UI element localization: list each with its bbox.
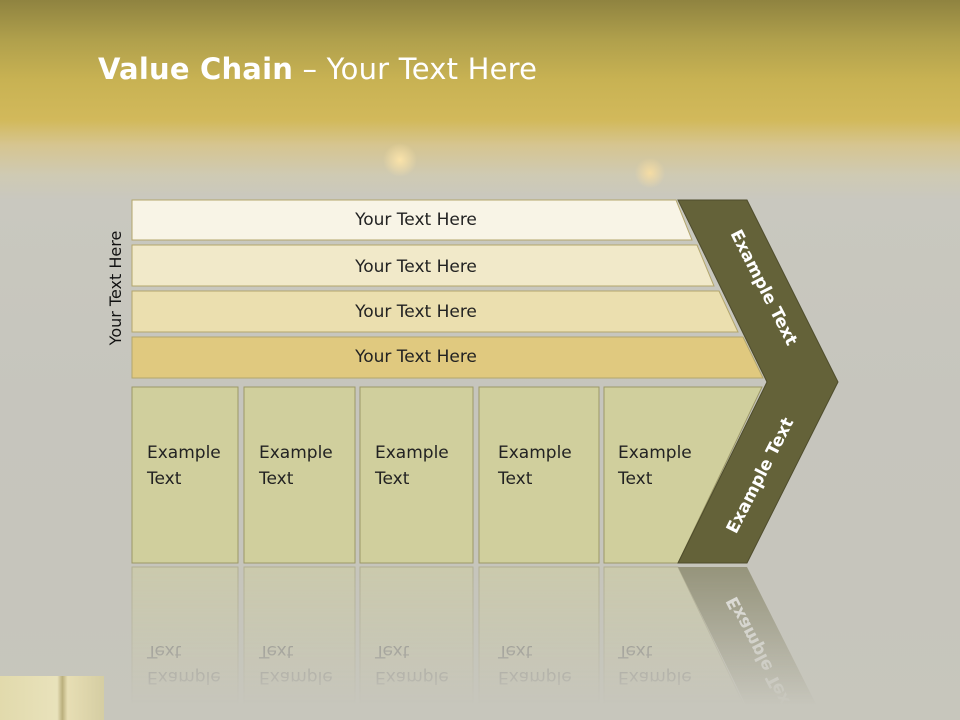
primary-cell-line1: Example	[618, 443, 692, 463]
primary-cell: Example Text	[603, 386, 763, 564]
diagram-reflection: Example Text Example Text Example Text E…	[131, 566, 824, 720]
primary-cell: Example Text	[131, 386, 239, 564]
support-row-shape	[131, 290, 739, 333]
support-row: Your Text Here	[131, 199, 693, 241]
primary-cell-line1: Example	[498, 443, 572, 463]
reflection-arrow	[678, 567, 824, 720]
reflection-line2: Text	[497, 641, 533, 661]
primary-cell-line1: Example	[375, 443, 449, 463]
background-light-glow	[380, 140, 420, 180]
primary-cell-box	[131, 386, 239, 564]
reflection-cell	[359, 566, 474, 720]
support-row-label: Your Text Here	[354, 302, 477, 322]
primary-cell-text: Example	[498, 443, 572, 463]
primary-cell-line1: Example	[147, 443, 221, 463]
background-light-glow	[632, 155, 668, 191]
reflection-cell-text: Text	[374, 641, 410, 661]
primary-cell-line2: Text	[258, 469, 294, 489]
reflection-cell	[243, 566, 356, 720]
primary-cell-line2: Text	[146, 469, 182, 489]
reflection-line1: Example	[259, 667, 333, 687]
reflection-line2: Text	[617, 641, 653, 661]
reflection-cell-text: Example	[375, 667, 449, 687]
primary-cell-text: Example	[259, 443, 333, 463]
primary-cell-line1: Example	[259, 443, 333, 463]
primary-cell-line2: Text	[497, 469, 533, 489]
primary-cell-line2: Text	[617, 469, 653, 489]
reflection-cell-text: Example	[498, 667, 572, 687]
side-label: Your Text Here	[106, 231, 125, 347]
slide-title-bold: Value Chain	[98, 52, 294, 86]
primary-cell: Example Text	[478, 386, 600, 564]
primary-cell-text: Example	[618, 443, 692, 463]
support-row-label: Your Text Here	[354, 257, 477, 277]
primary-cell-text: Example	[147, 443, 221, 463]
primary-cell-text: Text	[258, 469, 294, 489]
reflection-cell	[131, 566, 239, 720]
reflection-line2: Text	[374, 641, 410, 661]
reflection-line1: Example	[618, 667, 692, 687]
reflection-cell-text: Text	[146, 641, 182, 661]
primary-cell-text: Text	[497, 469, 533, 489]
reflection-cell-text: Text	[258, 641, 294, 661]
reflection-cell	[478, 566, 600, 720]
support-row: Your Text Here	[131, 336, 764, 379]
reflection-line1: Example	[147, 667, 221, 687]
reflection-line2: Text	[258, 641, 294, 661]
primary-cell-box	[359, 386, 474, 564]
support-row-shape	[131, 199, 693, 241]
primary-cell-box	[243, 386, 356, 564]
primary-cell: Example Text	[359, 386, 474, 564]
primary-cell-text: Text	[374, 469, 410, 489]
slide-title-rest: – Your Text Here	[293, 52, 538, 86]
reflection-cell-text: Example	[259, 667, 333, 687]
support-row-shape	[131, 244, 715, 287]
support-row: Your Text Here	[131, 244, 715, 287]
support-row: Your Text Here	[131, 290, 739, 333]
reflection-cell-text: Example	[147, 667, 221, 687]
primary-cell-text: Text	[146, 469, 182, 489]
reflection-line1: Example	[375, 667, 449, 687]
support-row-label: Your Text Here	[354, 210, 477, 230]
primary-cell: Example Text	[243, 386, 356, 564]
reflection-cell-text: Text	[617, 641, 653, 661]
margin-arrow-shape	[677, 199, 839, 564]
primary-cell-text: Example	[375, 443, 449, 463]
reflection-line2: Text	[146, 641, 182, 661]
support-row-shape	[131, 336, 764, 379]
slide-title: Value Chain – Your Text Here	[98, 52, 537, 86]
background-corner-decoration	[0, 676, 104, 720]
primary-cell-line2: Text	[374, 469, 410, 489]
reflection-line1: Example	[498, 667, 572, 687]
primary-cell-text: Text	[617, 469, 653, 489]
reflection-cell-text: Text	[497, 641, 533, 661]
support-row-label: Your Text Here	[354, 347, 477, 367]
reflection-cell-text: Example	[618, 667, 692, 687]
primary-cell-box	[478, 386, 600, 564]
